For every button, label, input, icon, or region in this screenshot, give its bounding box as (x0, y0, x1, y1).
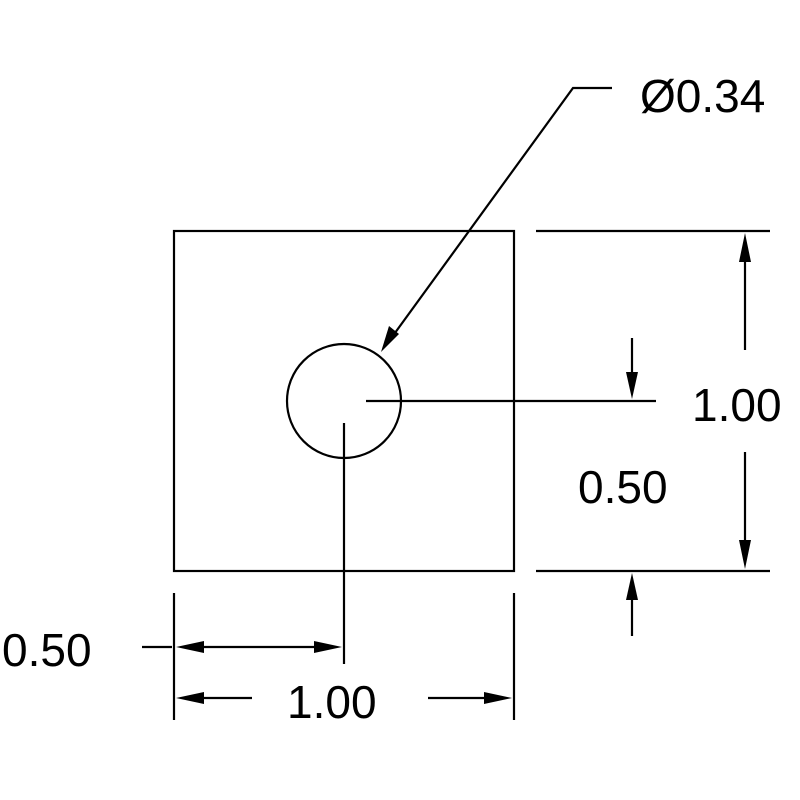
hole-horizontal-position-label: 0.50 (2, 624, 92, 676)
overall-height-label: 1.00 (692, 379, 782, 431)
hole-diameter-label: Ø0.34 (640, 70, 765, 122)
overall-width-label: 1.00 (287, 676, 377, 728)
hole-horizontal-position-left-arrowhead (176, 641, 204, 653)
overall-height-bottom-arrowhead (739, 540, 751, 569)
hole-vertical-position-lower-arrowhead (626, 573, 638, 600)
diameter-leader-line (391, 86, 612, 338)
overall-width-right-arrowhead (484, 692, 512, 704)
hole-vertical-position-label: 0.50 (578, 461, 668, 513)
overall-width-left-arrowhead (176, 692, 204, 704)
overall-height-top-arrowhead (739, 233, 751, 262)
hole-horizontal-position-right-arrowhead (314, 641, 342, 653)
diameter-leader-arrowhead (381, 326, 399, 352)
hole-vertical-position-upper-arrowhead (626, 372, 638, 399)
